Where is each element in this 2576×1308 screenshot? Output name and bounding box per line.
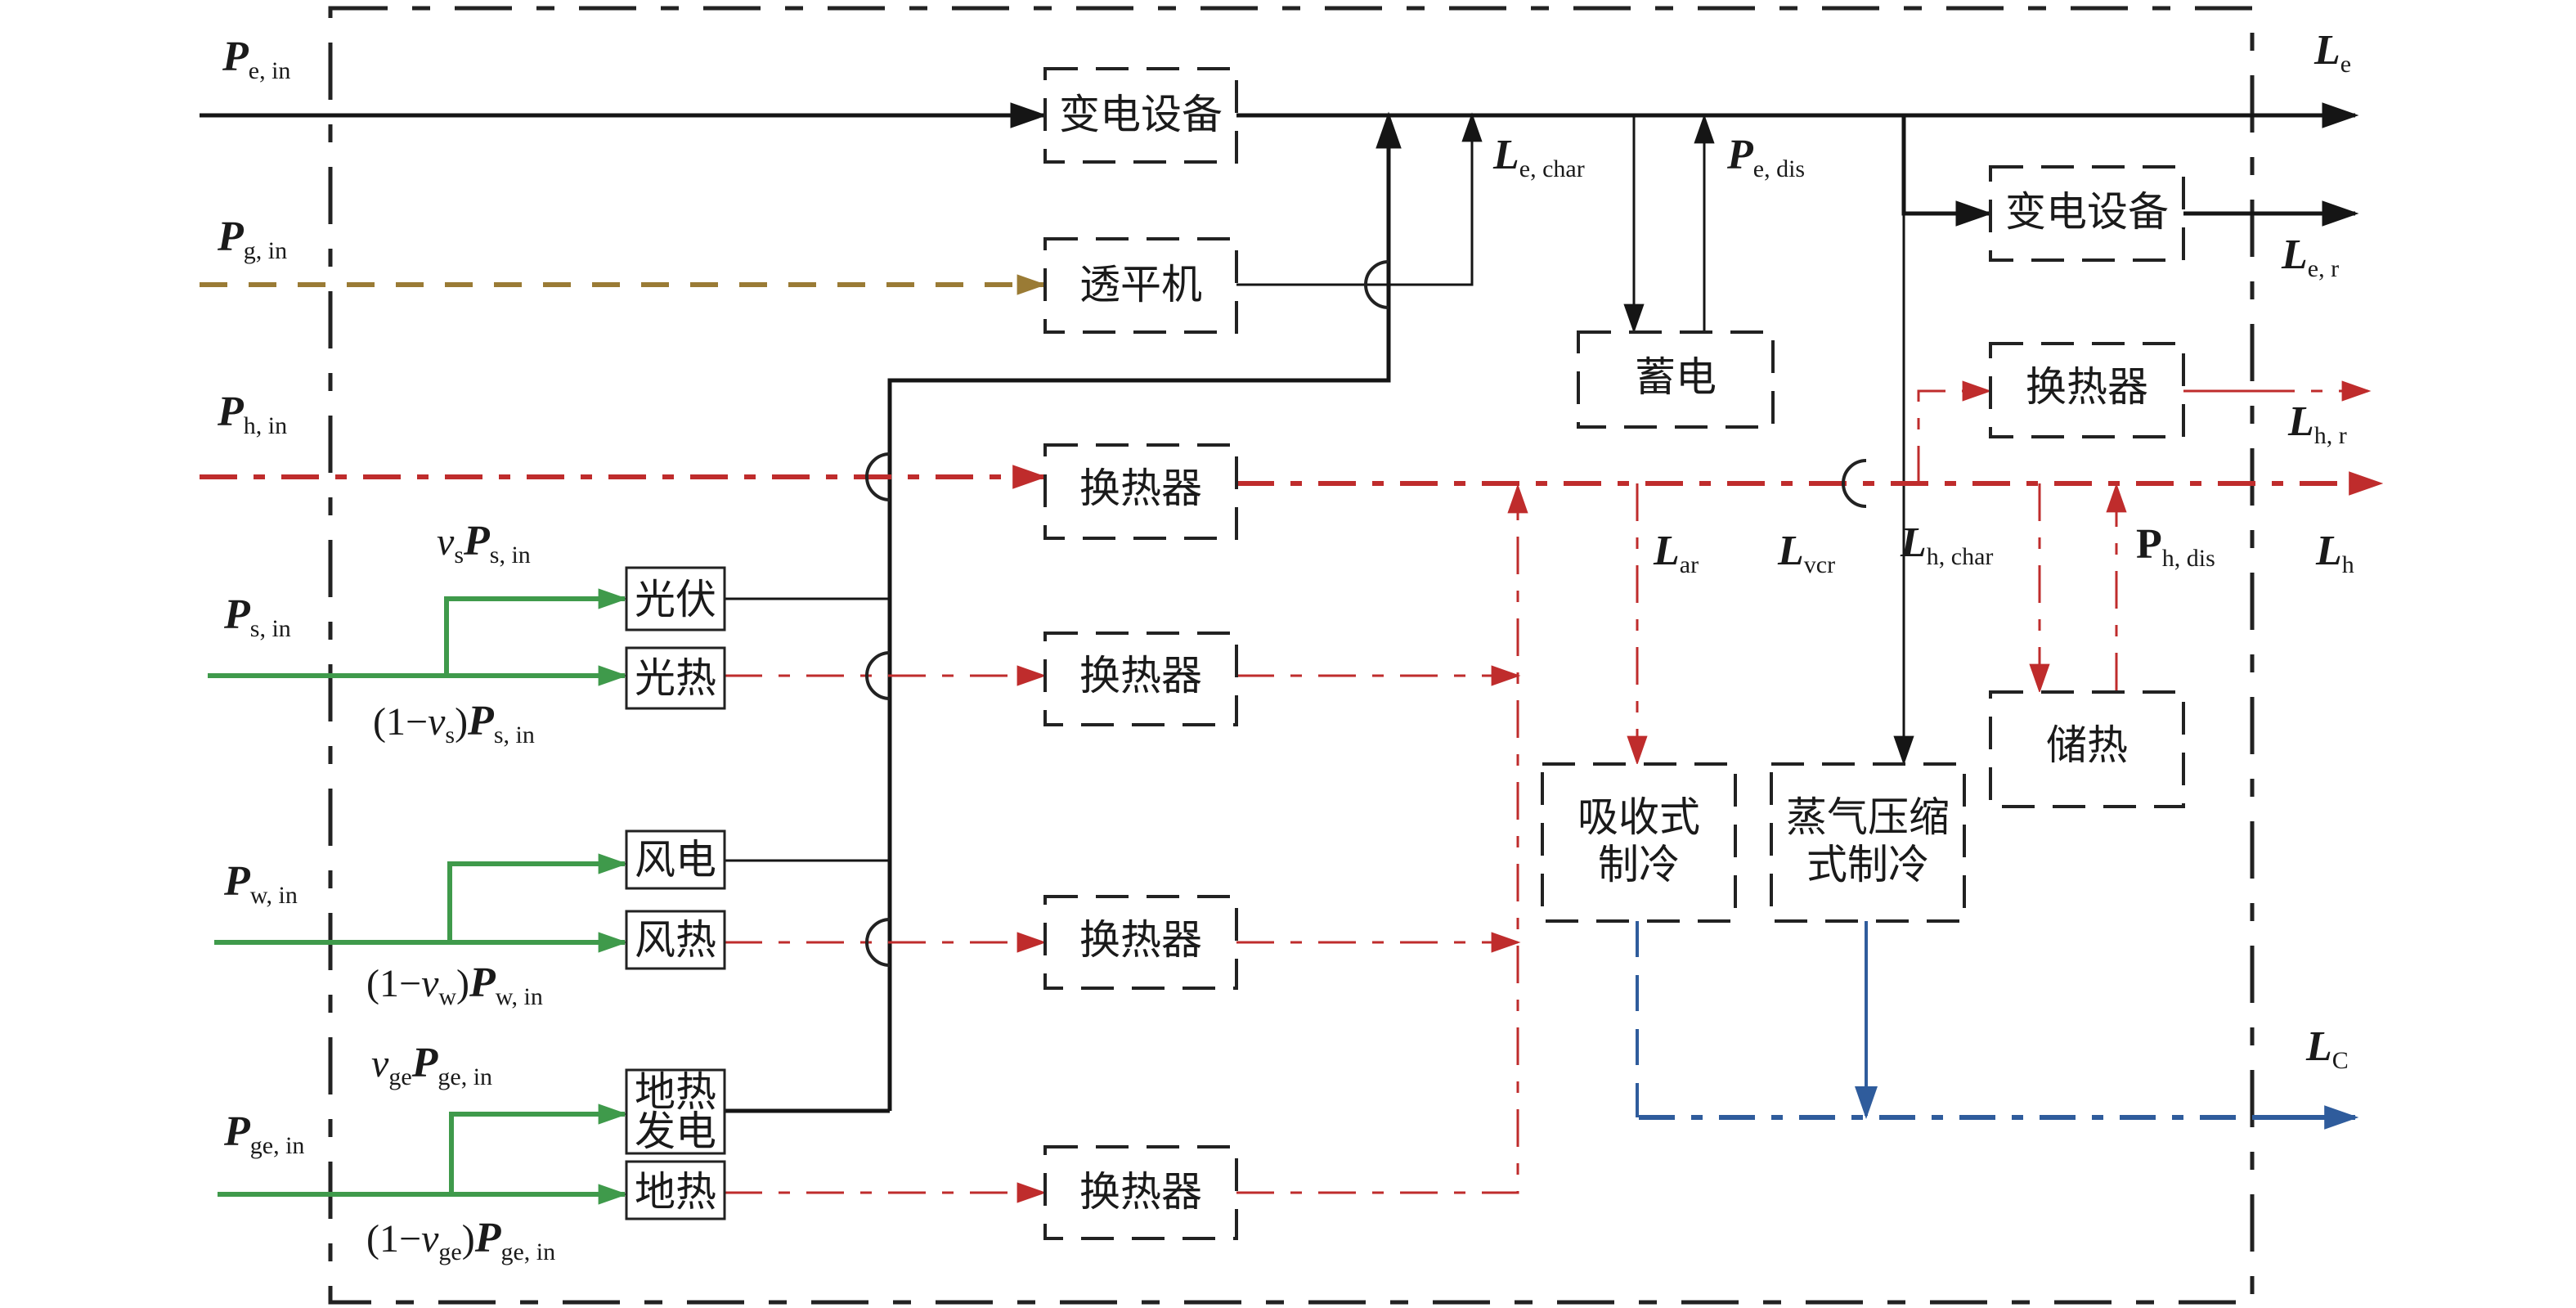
label-pe-in: Pe, in (222, 34, 290, 84)
heat-exchanger-4-label: 换热器 (1079, 1168, 1202, 1216)
geothermal-box: 地热 (625, 1160, 726, 1220)
transformer-in-box: 变电设备 (1043, 67, 1238, 164)
geo-power-branch (449, 1103, 628, 1194)
wind-power-label: 风电 (635, 836, 716, 883)
heat-exchanger-1-box: 换热器 (1043, 443, 1238, 540)
solar-thermal-label: 光热 (635, 654, 716, 702)
label-solar-elec-split: vsPs, in (437, 518, 531, 569)
battery-label: 蓄电 (1635, 353, 1717, 401)
absorption-chiller-box: 吸收式 制冷 (1541, 762, 1737, 923)
label-geo-heat-split: (1−vge)Pge, in (366, 1215, 555, 1265)
geo-power-label-2: 发电 (635, 1108, 716, 1155)
vapor-chiller-box: 蒸气压缩 式制冷 (1770, 762, 1966, 923)
hop-solar-heat (865, 651, 891, 700)
label-le: Le (2313, 27, 2351, 78)
heat-exchanger-3-box: 换热器 (1043, 895, 1238, 990)
wind-heat-box: 风热 (625, 910, 726, 970)
geothermal-label: 地热 (635, 1168, 716, 1216)
system-boundary (328, 6, 2255, 1305)
wind-heat-label: 风热 (635, 916, 716, 964)
label-lc: LC (2305, 1023, 2349, 1074)
label-wind-heat-split: (1−vw)Pw, in (366, 960, 543, 1010)
label-pg-in: Pg, in (217, 214, 287, 264)
heat-exchanger-out-box: 换热器 (1989, 342, 2185, 438)
turbine-label: 透平机 (1079, 261, 1202, 308)
label-lh: Lh (2315, 528, 2354, 578)
heat-exchanger-2-label: 换热器 (1079, 652, 1202, 699)
wind-power-branch (447, 853, 628, 942)
hop-wind-heat (865, 918, 891, 967)
pv-label: 光伏 (635, 576, 716, 623)
heat-exchanger-out-label: 换热器 (2026, 363, 2148, 411)
turbine-box: 透平机 (1043, 237, 1238, 334)
renewable-electric-bus (887, 111, 1402, 1111)
transformer-in-label: 变电设备 (1059, 91, 1223, 138)
transformer-out-box: 变电设备 (1989, 165, 2185, 262)
solar-thermal-box: 光热 (625, 646, 726, 710)
pv-box: 光伏 (625, 566, 726, 632)
hx4-out-collector (1236, 483, 1528, 1194)
transformer-out-feed (1901, 115, 1993, 227)
absorption-chiller-label-1: 吸收式 (1577, 793, 1700, 841)
label-lh-char: Lh, char (1900, 519, 1993, 570)
hop-heat-bus (1842, 459, 1867, 508)
label-ph-dis: Ph, dis (2136, 521, 2215, 572)
heat-exchanger-3-label: 换热器 (1079, 916, 1202, 964)
solar-pv-branch (444, 588, 628, 676)
label-le-r: Le, r (2281, 231, 2339, 282)
wind-power-box: 风电 (625, 829, 726, 890)
vapor-chiller-label-2: 式制冷 (1806, 841, 1929, 888)
label-solar-heat-split: (1−vs)Ps, in (373, 698, 535, 748)
heat-storage-box: 储热 (1989, 690, 2185, 808)
hop-turbine (1364, 260, 1389, 309)
geo-power-label-1: 地热 (635, 1068, 716, 1116)
label-geo-elec-split: vgePge, in (371, 1040, 492, 1090)
hx-out-feed (1917, 380, 1992, 483)
heat-exchanger-1-label: 换热器 (1079, 465, 1202, 512)
battery-box: 蓄电 (1577, 330, 1775, 429)
label-le-char: Le, char (1492, 132, 1585, 182)
heat-exchanger-2-box: 换热器 (1043, 632, 1238, 726)
label-ps-in: Ps, in (223, 591, 291, 642)
hop-heat-input (865, 452, 891, 501)
heat-storage-label: 储热 (2046, 721, 2128, 769)
turbine-output-line (1236, 112, 1483, 286)
heat-exchanger-4-box: 换热器 (1043, 1145, 1238, 1240)
label-l-ar: Lar (1653, 528, 1699, 578)
vapor-chiller-label-1: 蒸气压缩 (1786, 793, 1950, 841)
label-pge-in: Pge, in (223, 1108, 304, 1159)
absorption-chiller-label-2: 制冷 (1598, 841, 1680, 888)
label-lh-r: Lh, r (2287, 398, 2347, 449)
geo-power-box: 地热 发电 (625, 1068, 726, 1155)
transformer-out-label: 变电设备 (2005, 188, 2169, 236)
label-ph-in: Ph, in (217, 389, 287, 439)
label-pe-dis: Pe, dis (1726, 132, 1805, 182)
label-pw-in: Pw, in (223, 858, 298, 909)
label-l-vcr: Lvcr (1777, 528, 1835, 578)
